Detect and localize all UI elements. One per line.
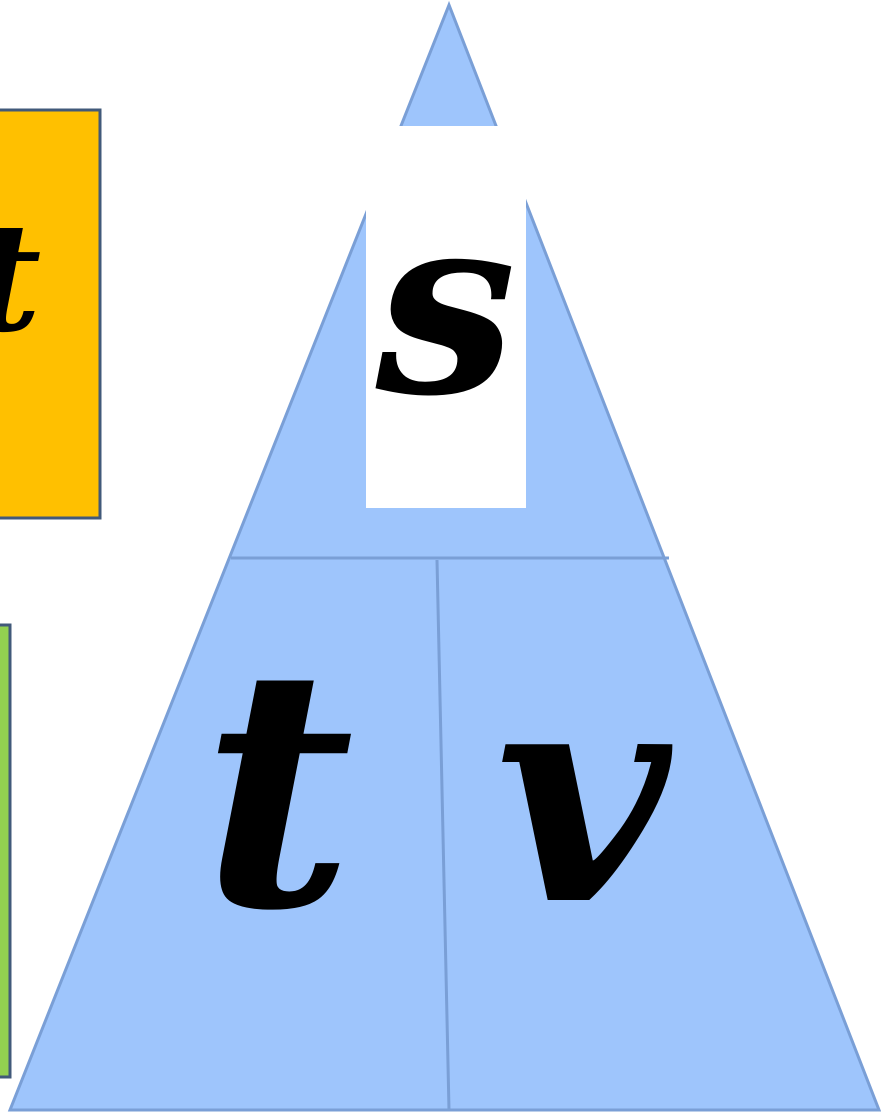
distance-label: s [375,157,517,451]
time-label: t [202,595,354,983]
triangle-vertical-divider [435,559,451,1111]
top-label-background [366,126,526,508]
velocity-label: v [496,618,674,971]
orange-card-label: t [0,190,41,366]
orange-card [0,108,102,520]
green-card [0,623,12,1079]
